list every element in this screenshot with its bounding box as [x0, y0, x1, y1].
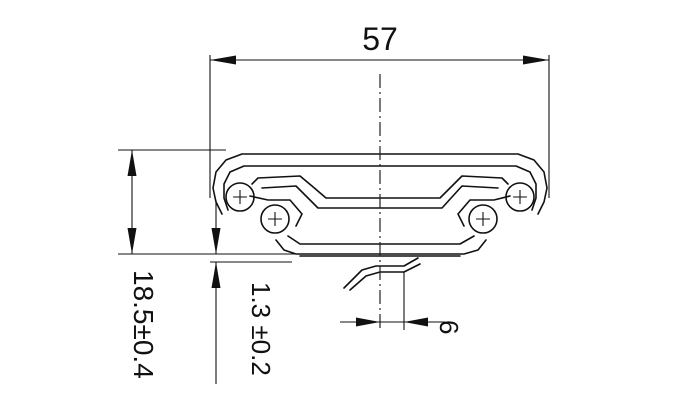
inner-rail-lower-left	[249, 195, 303, 227]
width-dimension-label: 57	[362, 21, 398, 57]
ball-bearing-bottom-right	[468, 204, 498, 234]
ball-bearing-top-right	[505, 182, 535, 212]
width-dimension	[209, 55, 550, 198]
thickness-dimension-label: 1.3 ±0.2	[246, 282, 276, 376]
thickness-dimension	[210, 200, 292, 384]
offset-dimension	[340, 272, 445, 330]
offset-dimension-label: 6	[434, 320, 464, 334]
ball-bearing-bottom-left	[260, 204, 290, 234]
height-dimension-label: 18.5±0.4	[128, 270, 159, 379]
profile-bottom-web	[275, 239, 487, 255]
profile-bottom-web-inner	[287, 235, 475, 245]
inner-rail-lower-right	[457, 195, 511, 227]
inner-rail-profile	[251, 175, 509, 199]
mounting-tab	[343, 257, 419, 289]
ball-bearing-top-left	[225, 182, 255, 212]
mounting-tab-return	[349, 263, 421, 291]
height-dimension	[118, 149, 460, 255]
